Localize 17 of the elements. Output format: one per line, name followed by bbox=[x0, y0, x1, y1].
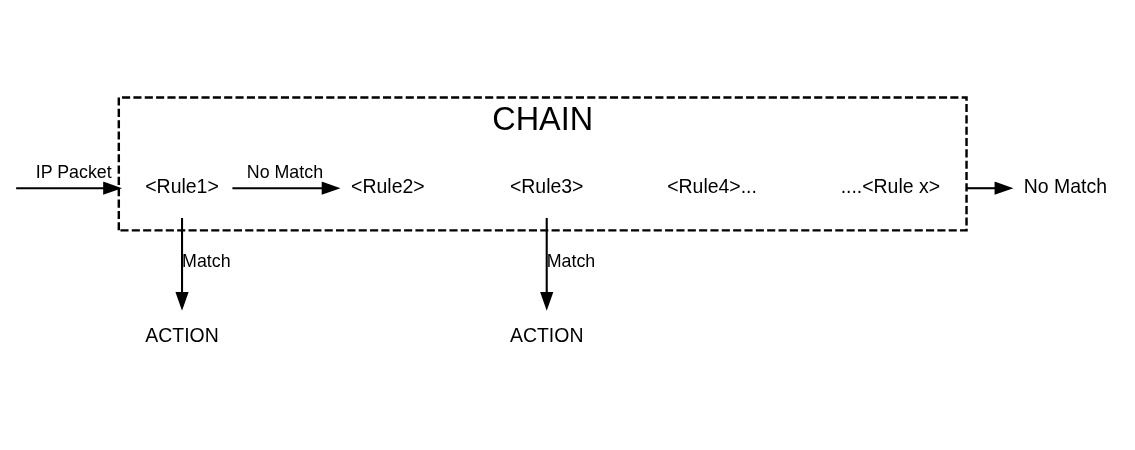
node-text: ACTION bbox=[510, 323, 584, 346]
arrow bbox=[232, 181, 341, 195]
edge-label: Match bbox=[546, 250, 596, 271]
arrow bbox=[966, 181, 1014, 195]
node-text: <Rule1> bbox=[145, 174, 219, 197]
arrow bbox=[175, 217, 189, 311]
node-text: ....<Rule x> bbox=[840, 174, 941, 197]
edge-label: IP Packet bbox=[35, 161, 112, 182]
edge-label: No Match bbox=[246, 161, 324, 182]
edge-label: Match bbox=[182, 250, 231, 271]
node-text: No Match bbox=[1023, 174, 1107, 197]
arrow bbox=[540, 217, 554, 311]
arrow bbox=[16, 181, 122, 195]
node-text: ACTION bbox=[145, 323, 219, 346]
node-text: <Rule2> bbox=[351, 174, 425, 197]
node-text: <Rule3> bbox=[509, 174, 584, 197]
node-text: <Rule4>... bbox=[667, 174, 757, 197]
